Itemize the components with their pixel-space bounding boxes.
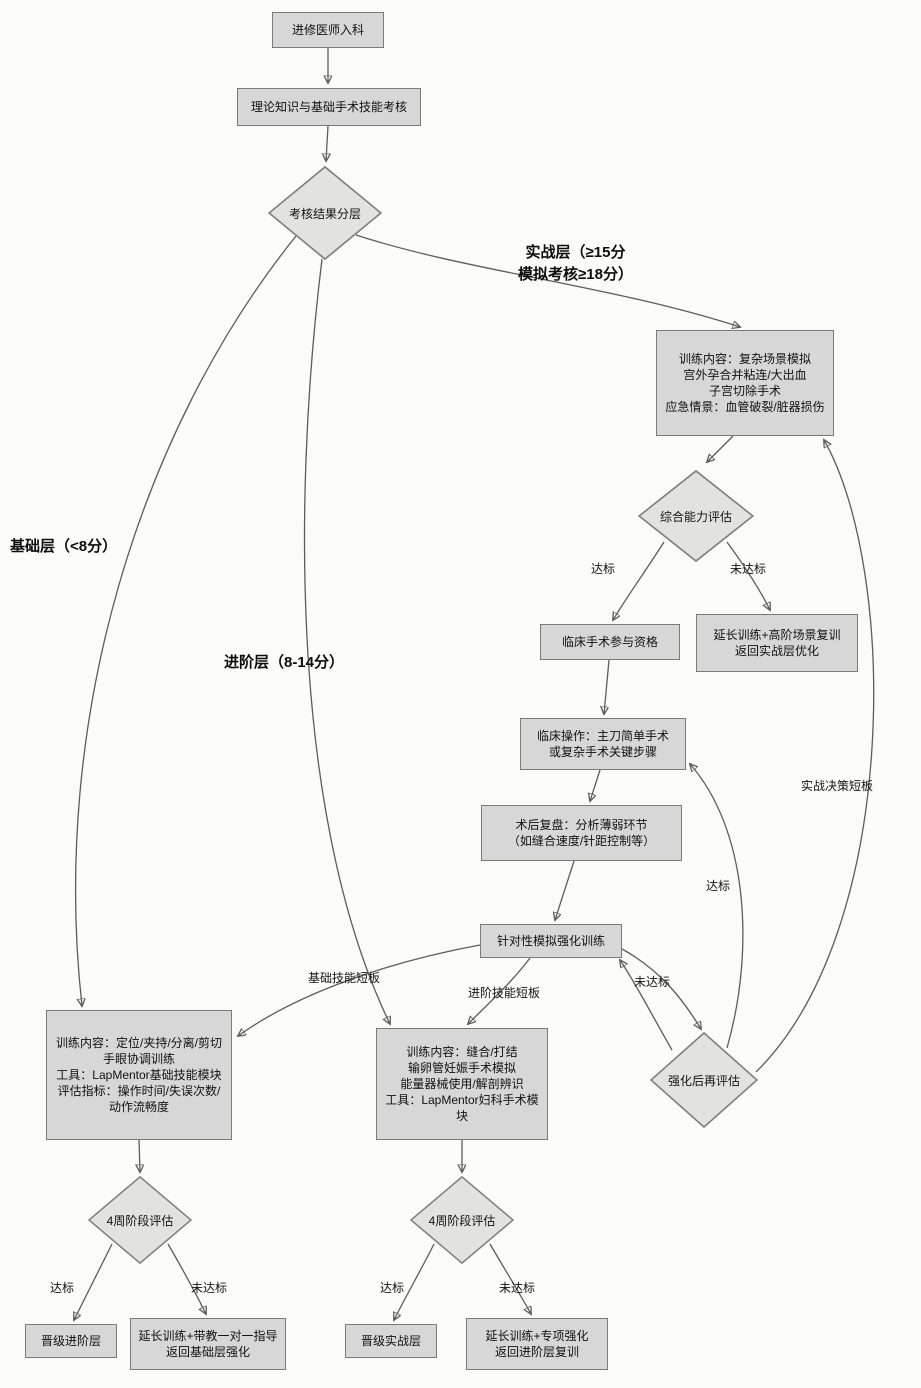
- node-post-review-label: 术后复盘：分析薄弱环节 （如缝合速度/针距控制等）: [507, 817, 656, 848]
- diamond-shape: [268, 166, 382, 260]
- node-exam-label: 理论知识与基础手术技能考核: [250, 99, 407, 114]
- edge-targeted-to-reassess: [621, 948, 701, 1029]
- edge-label-basic-layer: 基础层（<8分）: [10, 538, 118, 555]
- edge-label-inter-gap: 进阶技能短板: [467, 986, 540, 1000]
- node-clinical-op: 临床操作：主刀简单手术 或复杂手术关键步骤: [520, 718, 686, 770]
- node-ext-advanced-label: 延长训练+高阶场景复训 返回实战层优化: [713, 627, 841, 658]
- edge-inter-eval-to-promote: [394, 1243, 435, 1320]
- edge-review-to-targeted: [555, 860, 575, 920]
- edge-basic-training-to-eval: [139, 1139, 140, 1172]
- node-inter-eval: 4周阶段评估: [410, 1176, 514, 1264]
- edge-inter-eval-to-ext-inter: [489, 1243, 531, 1314]
- node-ext-advanced: 延长训练+高阶场景复训 返回实战层优化: [696, 614, 858, 672]
- node-basic-eval-label: 4周阶段评估: [106, 1213, 174, 1228]
- edge-basic-eval-to-promote: [74, 1243, 113, 1320]
- edge-targeted-to-basic-training: [238, 944, 481, 1036]
- node-comprehensive-eval: 综合能力评估: [638, 470, 754, 562]
- edge-label-fail-reassess: 未达标: [633, 975, 670, 989]
- node-adv-training-label: 训练内容：复杂场景模拟 宫外孕合并粘连/大出血 子宫切除手术 应急情景：血管破裂…: [665, 351, 825, 415]
- node-promote-inter: 晋级进阶层: [25, 1324, 117, 1358]
- edge-label-pass-inter-eval: 达标: [379, 1281, 404, 1295]
- node-ext-basic: 延长训练+带教一对一指导 返回基础层强化: [130, 1318, 286, 1370]
- edge-label-fail-comprehensive: 未达标: [729, 562, 766, 576]
- node-reassess-label: 强化后再评估: [667, 1073, 740, 1088]
- node-start-label: 进修医师入科: [291, 22, 364, 37]
- diamond-shape: [638, 470, 754, 562]
- edge-reassess-to-targeted-fail: [620, 960, 673, 1051]
- node-basic-training: 训练内容：定位/夹持/分离/剪切 手眼协调训练 工具：LapMentor基础技能…: [46, 1010, 232, 1140]
- edge-clinical-to-review: [590, 769, 601, 801]
- edge-result-to-inter-training: [303, 258, 390, 1024]
- node-exam: 理论知识与基础手术技能考核: [237, 88, 421, 126]
- node-targeted-training: 针对性模拟强化训练: [480, 924, 622, 958]
- diamond-shape: [88, 1176, 192, 1264]
- edge-label-basic-gap: 基础技能短板: [307, 971, 380, 985]
- edge-label-decision-gap: 实战决策短板: [800, 779, 873, 793]
- edge-label-pass-comprehensive: 达标: [590, 562, 615, 576]
- edge-result-to-basic-training: [74, 235, 297, 1006]
- node-promote-adv-label: 晋级实战层: [360, 1333, 421, 1348]
- node-qualification-label: 临床手术参与资格: [561, 634, 658, 649]
- node-reassess: 强化后再评估: [650, 1032, 758, 1128]
- edge-label-pass-basic-eval: 达标: [49, 1281, 74, 1295]
- node-ext-inter-label: 延长训练+专项强化 返回进阶层复训: [485, 1328, 589, 1359]
- node-inter-training: 训练内容：缝合/打结 输卵管妊娠手术模拟 能量器械使用/解剖辨识 工具：LapM…: [376, 1028, 548, 1140]
- node-clinical-op-label: 临床操作：主刀简单手术 或复杂手术关键步骤: [536, 728, 669, 759]
- node-inter-eval-label: 4周阶段评估: [428, 1213, 496, 1228]
- node-result-split-label: 考核结果分层: [288, 206, 361, 221]
- edge-basic-eval-to-ext-basic: [167, 1243, 206, 1314]
- edge-reassess-to-adv-training-gap: [755, 440, 875, 1073]
- diamond-shape: [650, 1032, 758, 1128]
- edge-qualification-to-clinical: [604, 659, 610, 714]
- edge-result-to-adv-training: [355, 234, 740, 327]
- diamond-shape: [410, 1176, 514, 1264]
- node-start: 进修医师入科: [272, 12, 384, 48]
- edge-exam-to-result: [326, 125, 328, 161]
- node-basic-training-label: 训练内容：定位/夹持/分离/剪切 手眼协调训练 工具：LapMentor基础技能…: [55, 1035, 222, 1115]
- node-ext-inter: 延长训练+专项强化 返回进阶层复训: [466, 1318, 608, 1370]
- node-promote-inter-label: 晋级进阶层: [40, 1333, 101, 1348]
- edge-label-pass-reassess: 达标: [705, 879, 730, 893]
- node-promote-adv: 晋级实战层: [345, 1324, 437, 1358]
- node-targeted-training-label: 针对性模拟强化训练: [496, 933, 605, 948]
- edge-label-fail-basic-eval: 未达标: [190, 1281, 227, 1295]
- node-qualification: 临床手术参与资格: [540, 624, 680, 660]
- node-basic-eval: 4周阶段评估: [88, 1176, 192, 1264]
- node-comprehensive-eval-label: 综合能力评估: [659, 509, 732, 524]
- edge-adv-training-to-comprehensive: [707, 435, 734, 462]
- node-ext-basic-label: 延长训练+带教一对一指导 返回基础层强化: [138, 1328, 278, 1359]
- edge-label-fail-inter-eval: 未达标: [498, 1281, 535, 1295]
- node-result-split: 考核结果分层: [268, 166, 382, 260]
- node-adv-training: 训练内容：复杂场景模拟 宫外孕合并粘连/大出血 子宫切除手术 应急情景：血管破裂…: [656, 330, 834, 436]
- node-post-review: 术后复盘：分析薄弱环节 （如缝合速度/针距控制等）: [481, 805, 682, 861]
- node-inter-training-label: 训练内容：缝合/打结 输卵管妊娠手术模拟 能量器械使用/解剖辨识 工具：LapM…: [385, 1044, 539, 1124]
- edge-label-adv-layer: 实战层（≥15分 模拟考核≥18分）: [518, 244, 633, 283]
- edge-label-inter-layer: 进阶层（8-14分）: [224, 654, 345, 671]
- edge-comprehensive-to-ext-advanced: [726, 541, 770, 610]
- edge-targeted-to-inter-training: [468, 957, 531, 1024]
- edge-comprehensive-to-qualification: [613, 541, 665, 620]
- edge-reassess-to-clinical-pass: [690, 764, 744, 1049]
